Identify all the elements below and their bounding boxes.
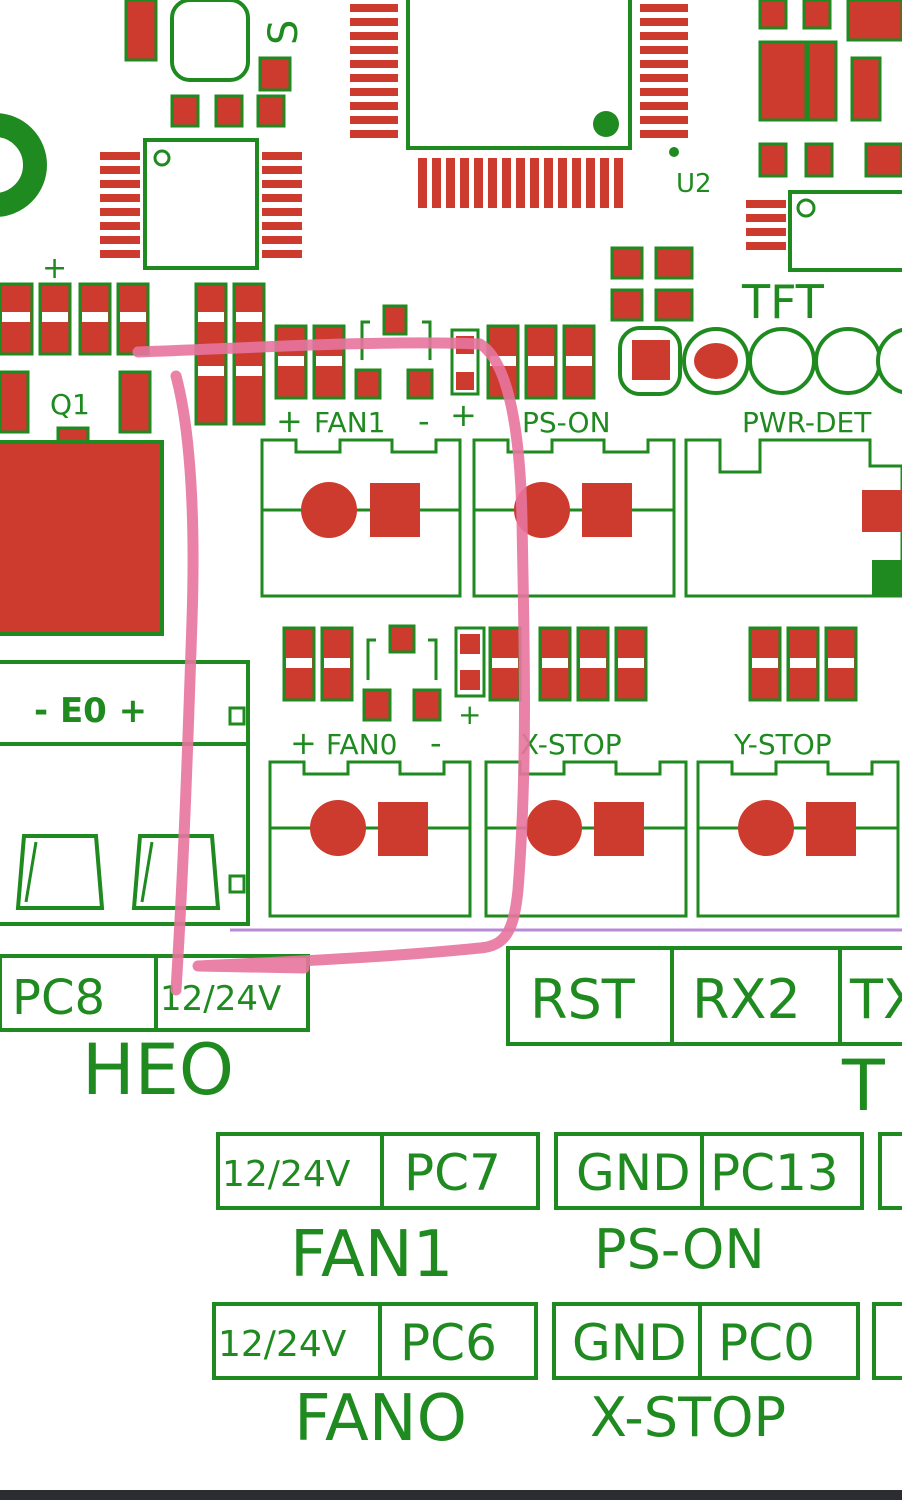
ic-outline-small: [170, 0, 250, 82]
pin-12-24v-fan0: 12/24V: [218, 1324, 347, 1365]
label-x-stop: X-STOP: [590, 1386, 786, 1449]
silk-fan0-diode-plus: +: [458, 698, 481, 731]
silk-s-partial: S: [261, 20, 307, 45]
fan1-pads: [274, 304, 596, 400]
mounting-hole: [0, 113, 47, 217]
mcu-chip: [350, 0, 688, 208]
fan1-table: [216, 1132, 540, 1210]
fan0-pad-stripes: [286, 658, 854, 668]
pin-pc7: PC7: [404, 1144, 501, 1202]
silk-u2: U2: [676, 169, 712, 199]
ps-on-connector: [472, 438, 676, 598]
silk-fan1-minus: -: [418, 402, 430, 440]
silk-ps-on: PS-ON: [522, 406, 611, 439]
pin-tx-partial: TX: [849, 968, 902, 1031]
top-right-pads: [610, 0, 902, 322]
tft-header: [618, 326, 902, 396]
silk-fan1: FAN1: [314, 406, 385, 439]
silk-fan0: FAN0: [326, 728, 397, 761]
fan0-bracket: [366, 638, 438, 680]
annotation-highlight-box: [132, 337, 530, 996]
fan0-diode-pad: [460, 634, 480, 654]
ic-chip-2: [746, 190, 902, 272]
label-fan1: FAN1: [290, 1218, 453, 1292]
label-fan0: FANO: [294, 1382, 467, 1456]
silk-y-stop: Y-STOP: [733, 728, 832, 761]
top-left-pads: [124, 0, 292, 128]
silk-fan0-plus: +: [290, 724, 317, 762]
silk-tft: TFT: [741, 275, 825, 329]
fan0-connector: [268, 760, 472, 918]
x-stop-connector: [484, 760, 688, 918]
label-heo: HEO: [82, 1029, 234, 1111]
ic-chip-1: [100, 138, 302, 270]
q1-pads: [0, 282, 266, 448]
uart-header: [506, 946, 902, 1046]
pin-gnd-x-stop: GND: [572, 1314, 687, 1372]
fan0-diode-pad2: [460, 670, 480, 690]
silk-e0: - E0 +: [34, 691, 147, 731]
label-t-partial: T: [841, 1045, 885, 1127]
q1-mosfet-body: [0, 440, 164, 636]
pin-pc8: PC8: [12, 970, 105, 1026]
label-ps-on: PS-ON: [594, 1218, 765, 1281]
silk-fan1-plus2: +: [450, 396, 477, 434]
silk-fan0-minus: -: [430, 724, 442, 762]
silk-x-stop: X-STOP: [520, 728, 622, 761]
pin-pc13: PC13: [710, 1144, 839, 1202]
x-stop-table: [552, 1302, 902, 1380]
pin-12-24v-fan1: 12/24V: [222, 1154, 351, 1195]
q1-pad-stripes: [2, 312, 262, 376]
pin-gnd-ps-on: GND: [576, 1144, 691, 1202]
ps-on-table: [554, 1132, 902, 1210]
pin-pc0: PC0: [718, 1314, 815, 1372]
fan0-table: [212, 1302, 538, 1380]
pin-pc6: PC6: [400, 1314, 497, 1372]
silk-fan1-plus: +: [276, 402, 303, 440]
silk-q1-plus: +: [42, 251, 67, 286]
silk-pwr-det: PWR-DET: [742, 406, 872, 439]
y-stop-connector: [696, 760, 900, 918]
silk-q1: Q1: [50, 388, 90, 421]
fan1-connector: [260, 438, 462, 598]
fan1-diode-pad2: [456, 372, 474, 390]
bottom-edge-bar: [0, 1490, 902, 1500]
pin-rx2: RX2: [692, 968, 801, 1031]
fan1-pad-stripes: [278, 356, 592, 366]
pwr-det-connector: [684, 438, 902, 598]
pin-rst: RST: [530, 968, 636, 1031]
